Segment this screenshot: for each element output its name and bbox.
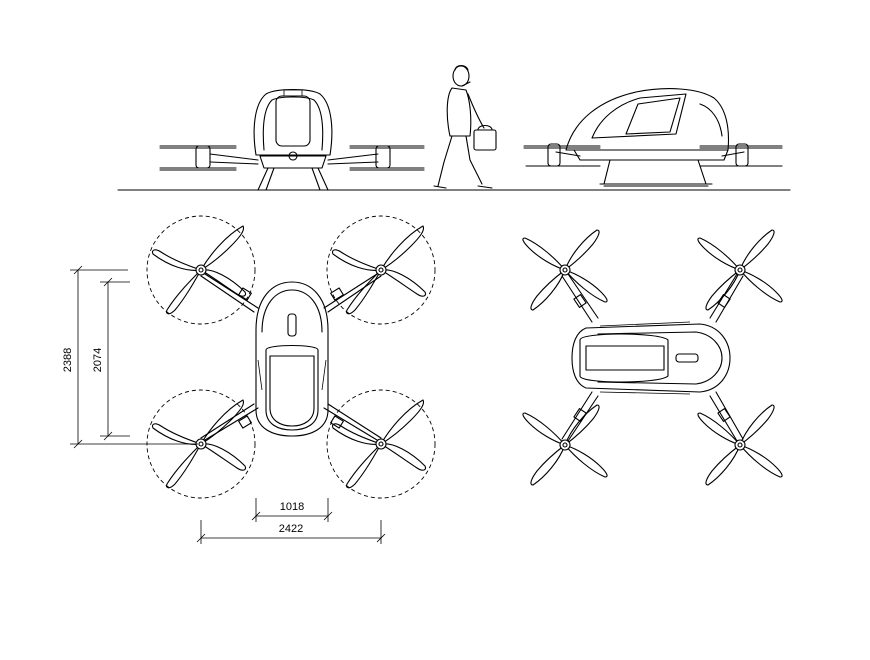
plan-view-right	[522, 229, 783, 486]
side-elevation-view	[523, 88, 783, 187]
dim-rotor-spacing: 2074	[92, 348, 104, 372]
dim-body-width: 1018	[280, 501, 304, 513]
dim-overall-length: 2388	[62, 348, 74, 372]
plan-view-left	[146, 215, 436, 499]
dimension-lines	[70, 265, 386, 544]
dim-overall-width: 2422	[279, 523, 303, 535]
front-elevation-view	[159, 88, 425, 191]
human-scale-figure	[433, 64, 497, 189]
